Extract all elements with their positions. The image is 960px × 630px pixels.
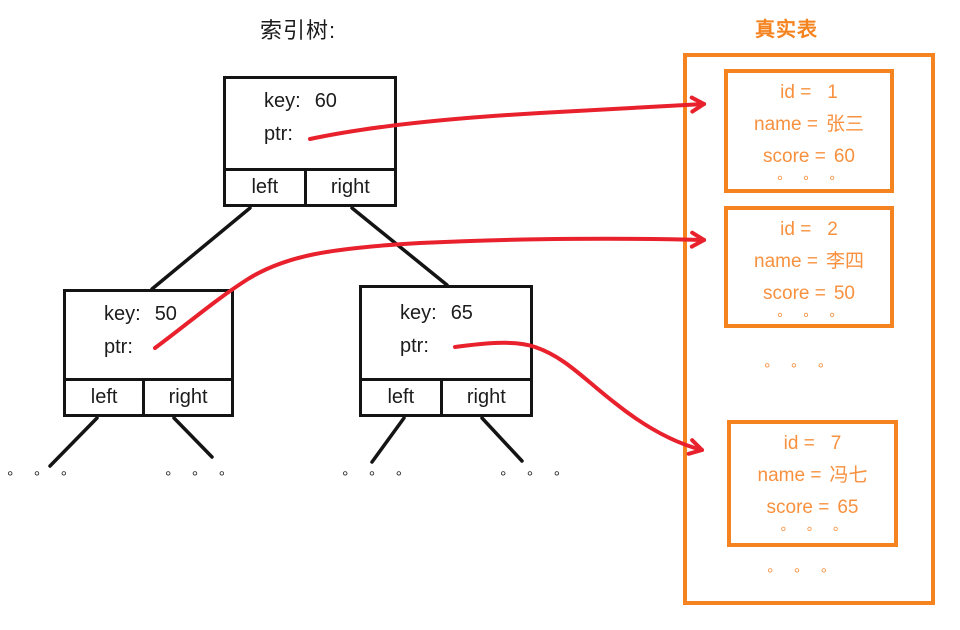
score-label: score = <box>763 283 826 304</box>
record-name-line: name = 李四 <box>728 246 890 278</box>
tree-node-key-50: key: 50 ptr: left right <box>63 289 234 417</box>
record-ellipsis: ° ° ° <box>776 173 842 190</box>
node-body: key: 50 ptr: <box>66 292 231 378</box>
branch-65-left <box>370 416 406 464</box>
branch-root-left <box>150 206 252 291</box>
ptr-line: ptr: <box>226 123 394 146</box>
record-score-line: score = 60 <box>728 141 890 173</box>
score-value: 65 <box>837 497 859 518</box>
name-value: 李四 <box>825 251 864 272</box>
table-gap-ellipsis: ° ° ° <box>763 361 831 378</box>
left-pointer-cell: left <box>362 381 443 414</box>
key-value: 65 <box>450 302 473 324</box>
score-label: score = <box>763 146 826 167</box>
name-value: 张三 <box>825 114 864 135</box>
record-name-line: name = 张三 <box>728 109 890 141</box>
key-line: key: 65 <box>362 288 530 325</box>
score-value: 50 <box>833 283 855 304</box>
key-value: 60 <box>314 90 337 112</box>
id-label: id = <box>783 433 815 454</box>
right-pointer-cell: right <box>466 386 506 408</box>
ptr-label: ptr: <box>264 123 293 145</box>
leaf-ellipsis-1: ° ° ° <box>6 469 74 486</box>
score-label: score = <box>766 497 830 518</box>
id-value: 2 <box>827 219 838 240</box>
name-label: name = <box>754 114 818 135</box>
right-pointer-cell: right <box>330 176 370 198</box>
leaf-ellipsis-2: ° ° ° <box>164 469 232 486</box>
name-label: name = <box>757 465 822 486</box>
tree-node-key-65: key: 65 ptr: left right <box>359 285 533 417</box>
ptr-line: ptr: <box>362 335 530 358</box>
ptr-label: ptr: <box>400 335 429 357</box>
name-label: name = <box>754 251 818 272</box>
left-pointer-cell: left <box>66 381 146 414</box>
record-id-line: id = 1 <box>728 77 890 109</box>
id-value: 1 <box>827 82 838 103</box>
left-pointer-cell: left <box>226 171 307 204</box>
real-table-title: 真实表 <box>755 19 818 41</box>
branch-65-right <box>480 416 524 463</box>
key-label: key: <box>104 303 141 325</box>
key-value: 50 <box>154 303 177 325</box>
score-value: 60 <box>833 146 855 167</box>
node-body: key: 60 ptr: <box>226 79 394 168</box>
node-child-row: left right <box>362 378 530 414</box>
branch-50-right <box>172 416 214 459</box>
branch-root-right <box>350 206 449 287</box>
branch-50-left <box>48 416 99 468</box>
leaf-ellipsis-4: ° ° ° <box>499 469 567 486</box>
ptr-line: ptr: <box>66 336 231 359</box>
ptr-label: ptr: <box>104 336 133 358</box>
record-id-2: id = 2 name = 李四 score = 50 ° ° ° <box>724 206 894 328</box>
right-pointer-cell: right <box>168 386 208 408</box>
key-line: key: 50 <box>66 292 231 326</box>
record-score-line: score = 65 <box>731 492 894 524</box>
record-id-1: id = 1 name = 张三 score = 60 ° ° ° <box>724 69 894 193</box>
key-label: key: <box>264 90 301 112</box>
key-label: key: <box>400 302 437 324</box>
tree-node-key-60: key: 60 ptr: left right <box>223 76 397 207</box>
id-label: id = <box>780 219 812 240</box>
record-id-7: id = 7 name = 冯七 score = 65 ° ° ° <box>727 420 898 547</box>
record-name-line: name = 冯七 <box>731 460 894 492</box>
node-child-row: left right <box>66 378 231 414</box>
id-label: id = <box>780 82 812 103</box>
record-ellipsis: ° ° ° <box>776 310 842 327</box>
node-child-row: left right <box>226 168 394 204</box>
node-body: key: 65 ptr: <box>362 288 530 378</box>
record-score-line: score = 50 <box>728 278 890 310</box>
table-bottom-ellipsis: ° ° ° <box>766 566 834 583</box>
id-value: 7 <box>830 433 842 454</box>
record-id-line: id = 7 <box>731 428 894 460</box>
index-tree-title: 索引树: <box>260 18 337 43</box>
record-id-line: id = 2 <box>728 214 890 246</box>
key-line: key: 60 <box>226 79 394 113</box>
leaf-ellipsis-3: ° ° ° <box>341 469 409 486</box>
name-value: 冯七 <box>829 465 868 486</box>
record-ellipsis: ° ° ° <box>780 524 845 541</box>
